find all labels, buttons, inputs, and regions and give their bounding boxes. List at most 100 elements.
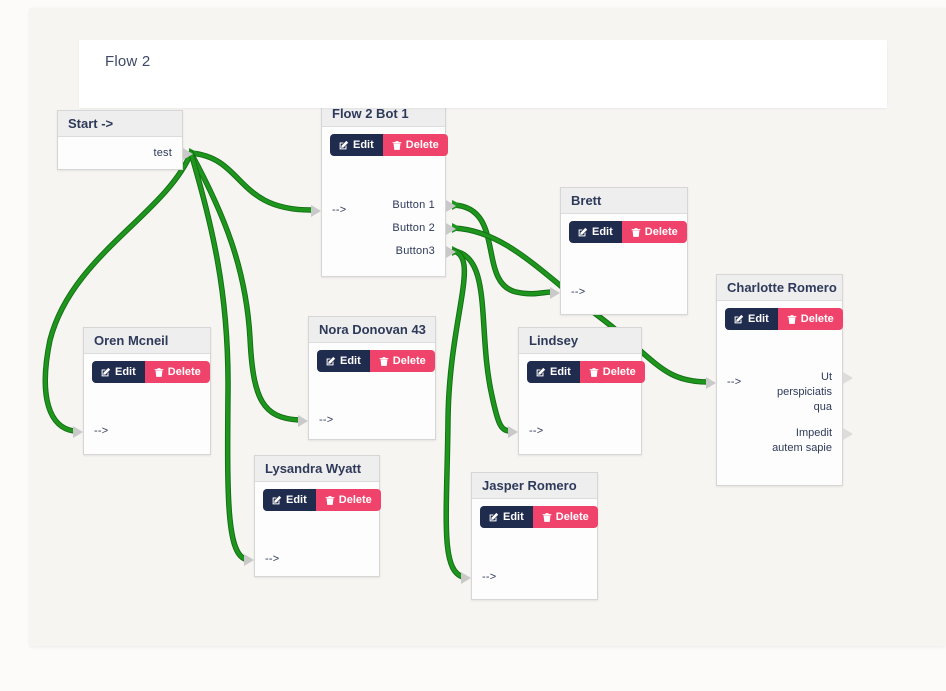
output-port-arrow-icon[interactable] xyxy=(446,223,456,235)
delete-button-label: Delete xyxy=(392,355,426,367)
edit-button[interactable]: Edit xyxy=(330,134,383,156)
input-port-label: --> xyxy=(94,425,109,437)
input-port-arrow-icon[interactable] xyxy=(508,426,518,438)
delete-button[interactable]: Delete xyxy=(579,361,645,383)
edit-pencil-icon xyxy=(339,140,349,150)
output-port-arrow-icon[interactable] xyxy=(843,428,853,440)
flow-title-card: Flow 2 xyxy=(79,40,887,108)
edit-button-label: Edit xyxy=(115,366,136,378)
node-start[interactable]: Start -> test xyxy=(57,110,193,170)
connection-outline-c5 xyxy=(451,202,555,297)
input-port-label: --> xyxy=(529,425,544,437)
node-header-lindsey: Lindsey xyxy=(519,328,641,354)
connection-start:test-to-oren-mcneil:in[interactable] xyxy=(43,151,193,433)
connection-start:test-to-flow-2-bot-1:in[interactable] xyxy=(189,151,313,212)
edit-button[interactable]: Edit xyxy=(527,361,580,383)
node-header-brett: Brett xyxy=(561,188,687,214)
output-port-arrow-icon[interactable] xyxy=(446,200,456,212)
node-header-lysandra-wyatt: Lysandra Wyatt xyxy=(255,456,379,482)
input-port-arrow-icon[interactable] xyxy=(73,426,83,438)
node-actions: Edit Delete xyxy=(527,361,645,383)
delete-button-label: Delete xyxy=(167,366,201,378)
input-port-arrow-icon[interactable] xyxy=(550,287,560,299)
input-port-arrow-icon[interactable] xyxy=(298,415,308,427)
connection-start:test-to-nora-donovan-43:in[interactable] xyxy=(189,151,301,422)
trash-icon xyxy=(325,495,335,505)
output-port-arrow-icon[interactable] xyxy=(446,246,456,258)
edit-button-label: Edit xyxy=(286,494,307,506)
node-actions: Edit Delete xyxy=(92,361,210,383)
input-port-arrow-icon[interactable] xyxy=(244,554,254,566)
node-actions: Edit Delete xyxy=(330,134,448,156)
edit-button-label: Edit xyxy=(503,511,524,523)
edit-pencil-icon xyxy=(734,314,744,324)
edit-button[interactable]: Edit xyxy=(725,308,778,330)
delete-button-label: Delete xyxy=(338,494,372,506)
delete-button[interactable]: Delete xyxy=(369,350,435,372)
edit-pencil-icon xyxy=(272,495,282,505)
edit-pencil-icon xyxy=(578,227,588,237)
input-port-label: --> xyxy=(319,414,334,426)
edit-button[interactable]: Edit xyxy=(569,221,622,243)
edit-pencil-icon xyxy=(536,367,546,377)
delete-button[interactable]: Delete xyxy=(621,221,687,243)
trash-icon xyxy=(379,356,389,366)
edit-button-label: Edit xyxy=(550,366,571,378)
output-port-arrow-icon[interactable] xyxy=(183,148,193,160)
connection-flow-2-bot-1:button-3-to-jasper-romero:in[interactable] xyxy=(444,249,467,579)
input-port-label: --> xyxy=(332,204,347,216)
edit-button[interactable]: Edit xyxy=(317,350,370,372)
trash-icon xyxy=(542,512,552,522)
edit-button-label: Edit xyxy=(353,139,374,151)
delete-button-label: Delete xyxy=(644,226,678,238)
delete-button-label: Delete xyxy=(602,366,636,378)
output-port-label: Button 2 xyxy=(392,222,435,234)
delete-button[interactable]: Delete xyxy=(315,489,381,511)
input-port-arrow-icon[interactable] xyxy=(706,377,716,389)
node-actions: Edit Delete xyxy=(725,308,843,330)
delete-button[interactable]: Delete xyxy=(777,308,843,330)
edit-button[interactable]: Edit xyxy=(263,489,316,511)
edit-button[interactable]: Edit xyxy=(92,361,145,383)
edit-pencil-icon xyxy=(101,367,111,377)
connection-flow-2-bot-1:button-3-to-lindsey:in[interactable] xyxy=(452,249,512,433)
input-port-label: --> xyxy=(571,286,586,298)
connection-start:test-to-lysandra-wyatt:in[interactable] xyxy=(189,151,247,561)
connection-outline-c1 xyxy=(188,150,314,213)
input-port-label: --> xyxy=(482,571,497,583)
input-port-label: --> xyxy=(727,376,742,388)
input-port-arrow-icon[interactable] xyxy=(311,205,321,217)
connection-flow-2-bot-1:button-1-to-brett:in[interactable] xyxy=(452,203,554,296)
trash-icon xyxy=(787,314,797,324)
delete-button[interactable]: Delete xyxy=(532,506,598,528)
edit-pencil-icon xyxy=(489,512,499,522)
output-port-label: Button 1 xyxy=(392,199,435,211)
delete-button[interactable]: Delete xyxy=(144,361,210,383)
connection-flow-2-bot-1:button-2-to-charlotte-romero:in[interactable] xyxy=(452,226,710,384)
node-header-jasper-romero: Jasper Romero xyxy=(472,473,597,499)
node-actions: Edit Delete xyxy=(569,221,687,243)
input-port-arrow-icon[interactable] xyxy=(461,572,471,584)
output-port-arrow-icon[interactable] xyxy=(843,372,853,384)
edit-button-label: Edit xyxy=(748,313,769,325)
delete-button[interactable]: Delete xyxy=(382,134,448,156)
output-port-label: test xyxy=(153,147,172,159)
node-header-start: Start -> xyxy=(58,111,182,137)
delete-button-label: Delete xyxy=(405,139,439,151)
node-actions: Edit Delete xyxy=(317,350,435,372)
edit-button[interactable]: Edit xyxy=(480,506,533,528)
trash-icon xyxy=(154,367,164,377)
node-header-charlotte-romero: Charlotte Romero xyxy=(717,275,842,301)
node-actions: Edit Delete xyxy=(480,506,598,528)
edit-pencil-icon xyxy=(326,356,336,366)
node-actions: Edit Delete xyxy=(263,489,381,511)
